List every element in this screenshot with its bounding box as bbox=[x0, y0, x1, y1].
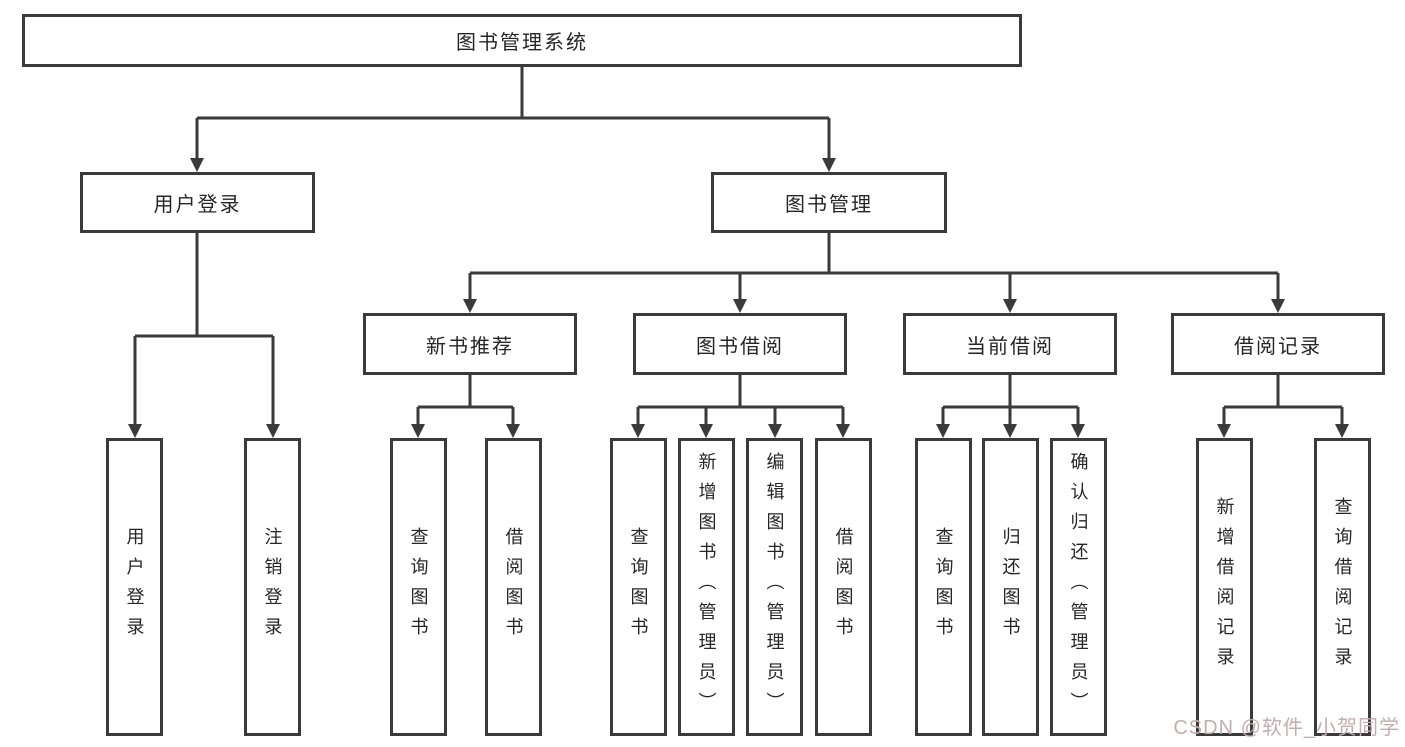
node-user-login: 用户登录 bbox=[80, 172, 315, 233]
arrow-down-icon bbox=[699, 424, 713, 438]
node-label: 图书借阅 bbox=[696, 335, 784, 358]
node-book-management: 图书管理 bbox=[711, 172, 947, 233]
node-new-book-recommend: 新书推荐 bbox=[363, 313, 577, 375]
arrow-down-icon bbox=[1335, 424, 1349, 438]
arrow-down-icon bbox=[631, 424, 645, 438]
leaf-logout: 注销登录 bbox=[244, 438, 301, 736]
leaf-user-login: 用户登录 bbox=[106, 438, 163, 736]
leaf-borrow-books: 借阅图书 bbox=[815, 438, 872, 736]
arrow-down-icon bbox=[1271, 299, 1285, 313]
leaf-add-borrow-record: 新增借阅记录 bbox=[1196, 438, 1253, 736]
node-label: 新书推荐 bbox=[426, 335, 514, 358]
leaf-edit-books-admin: 编辑图书（管理员） bbox=[746, 438, 803, 736]
arrow-down-icon bbox=[190, 158, 204, 172]
connector-user-login-to-leaves bbox=[133, 233, 275, 425]
arrow-down-icon bbox=[1071, 424, 1085, 438]
arrow-down-icon bbox=[1217, 424, 1231, 438]
arrow-down-icon bbox=[768, 424, 782, 438]
arrow-down-icon bbox=[836, 424, 850, 438]
arrow-down-icon bbox=[128, 424, 142, 438]
arrow-down-icon bbox=[733, 299, 747, 313]
connector-new-book-to-leaves bbox=[416, 375, 515, 425]
node-label: 归还图书 bbox=[1000, 527, 1021, 647]
node-root-system: 图书管理系统 bbox=[22, 14, 1022, 67]
connector-current-borrow-to-leaves bbox=[941, 375, 1080, 425]
arrow-down-icon bbox=[506, 424, 520, 438]
arrow-down-icon bbox=[463, 299, 477, 313]
node-label: 借阅图书 bbox=[833, 527, 854, 647]
connector-book-mgmt-to-level3 bbox=[468, 233, 1280, 300]
node-label: 借阅记录 bbox=[1234, 335, 1322, 358]
leaf-confirm-return-admin: 确认归还（管理员） bbox=[1050, 438, 1107, 736]
node-label: 新增借阅记录 bbox=[1214, 497, 1235, 677]
arrow-down-icon bbox=[1003, 299, 1017, 313]
node-label: 查询借阅记录 bbox=[1332, 497, 1353, 677]
node-label: 图书管理 bbox=[785, 194, 873, 216]
node-label: 借阅图书 bbox=[503, 527, 524, 647]
leaf-borrow-books: 借阅图书 bbox=[485, 438, 542, 736]
leaf-query-books: 查询图书 bbox=[610, 438, 667, 736]
connector-paths bbox=[133, 67, 1344, 425]
connector-borrow-records-to-leaves bbox=[1222, 375, 1344, 425]
arrow-down-icon bbox=[266, 424, 280, 438]
arrow-down-icon bbox=[411, 424, 425, 438]
node-label: 查询图书 bbox=[628, 527, 649, 647]
node-label: 查询图书 bbox=[408, 527, 429, 647]
leaf-add-books-admin: 新增图书（管理员） bbox=[678, 438, 735, 736]
arrow-down-icon bbox=[1003, 424, 1017, 438]
leaf-query-borrow-record: 查询借阅记录 bbox=[1314, 438, 1371, 736]
node-label: 当前借阅 bbox=[966, 335, 1054, 358]
node-label: 确认归还（管理员） bbox=[1068, 452, 1089, 722]
arrowheads bbox=[128, 158, 1349, 438]
node-label: 编辑图书（管理员） bbox=[764, 452, 785, 722]
leaf-return-books: 归还图书 bbox=[982, 438, 1039, 736]
node-label: 新增图书（管理员） bbox=[696, 452, 717, 722]
connector-book-borrow-to-leaves bbox=[636, 375, 845, 425]
node-label: 图书管理系统 bbox=[456, 32, 588, 54]
node-label: 注销登录 bbox=[262, 527, 283, 647]
arrow-down-icon bbox=[822, 158, 836, 172]
node-book-borrow: 图书借阅 bbox=[633, 313, 847, 375]
node-label: 用户登录 bbox=[153, 194, 242, 216]
node-label: 用户登录 bbox=[124, 527, 145, 647]
leaf-query-books: 查询图书 bbox=[390, 438, 447, 736]
leaf-query-books: 查询图书 bbox=[915, 438, 972, 736]
connector-root-to-level2 bbox=[195, 67, 831, 159]
arrow-down-icon bbox=[936, 424, 950, 438]
node-borrow-records: 借阅记录 bbox=[1171, 313, 1385, 375]
node-current-borrow: 当前借阅 bbox=[903, 313, 1117, 375]
node-label: 查询图书 bbox=[933, 527, 954, 647]
csdn-watermark: CSDN @软件_小贺同学 bbox=[1173, 717, 1400, 739]
